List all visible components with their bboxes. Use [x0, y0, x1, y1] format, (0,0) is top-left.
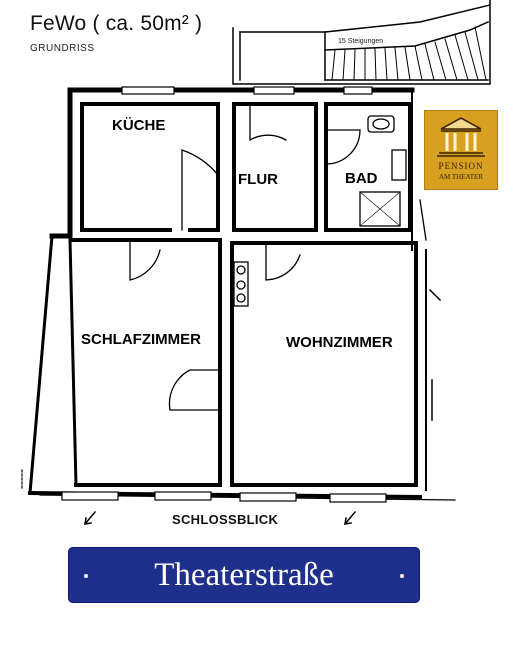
staircase [232, 0, 491, 85]
room-label-wohnzimmer: WOHNZIMMER [286, 334, 393, 351]
view-label: SCHLOSSBLICK [172, 512, 279, 527]
bar-dot-left [84, 574, 88, 578]
windows [61, 86, 387, 503]
interior-walls [68, 102, 418, 487]
room-label-schlafzimmer: SCHLAFZIMMER [81, 331, 201, 348]
bathroom-fixtures [359, 115, 407, 227]
street-name-bar: Theaterstraße [68, 547, 420, 603]
exterior-walls [27, 87, 423, 500]
room-label-bad: BAD [345, 170, 378, 187]
door-swings [129, 103, 427, 411]
plan-title: FeWo ( ca. 50m² ) [30, 12, 203, 35]
logo-line2: AM THEATER [438, 173, 483, 181]
kitchenette [233, 261, 249, 307]
temple-icon [437, 117, 485, 157]
view-arrows [83, 510, 357, 526]
room-label-kueche: KÜCHE [112, 117, 166, 134]
plan-subtitle: GRUNDRISS [30, 43, 95, 54]
stairs-label: 15 Steigungen [338, 38, 384, 45]
room-label-flur: FLUR [238, 171, 278, 188]
pension-logo: PENSION AM THEATER [424, 110, 498, 190]
bar-dot-right [400, 574, 404, 578]
logo-line1: PENSION [438, 161, 484, 171]
street-name: Theaterstraße [154, 557, 334, 593]
